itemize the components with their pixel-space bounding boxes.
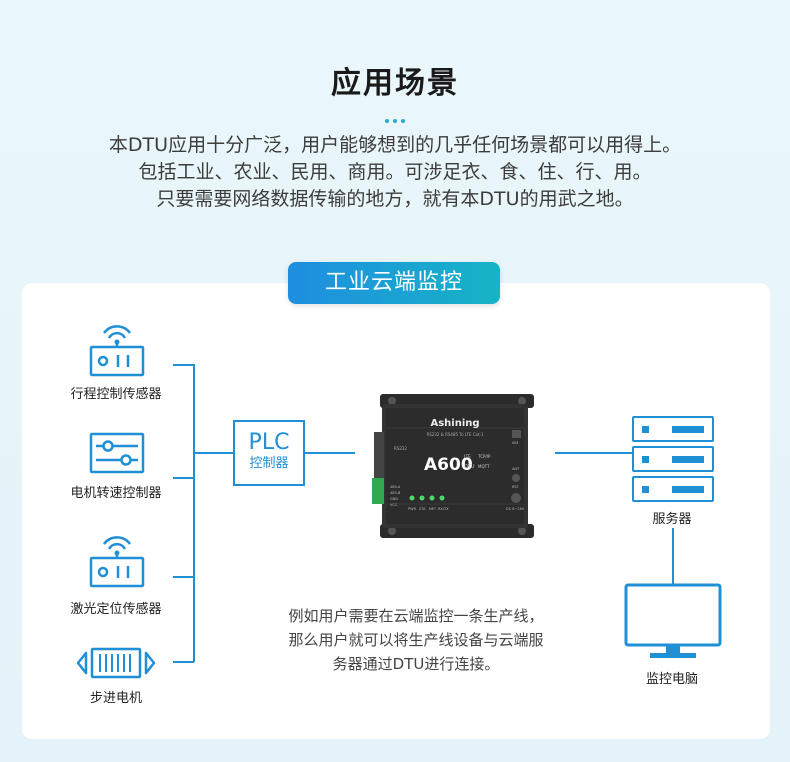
title-decoration-dots — [383, 108, 407, 114]
dtu-brand: Ashining — [430, 418, 479, 429]
intro-line: 只要需要网络数据传输的地方，就有本DTU的用武之地。 — [0, 186, 790, 213]
dtu-right-label: RST — [512, 485, 520, 489]
device-label: 激光定位传感器 — [46, 598, 186, 617]
monitor-label: 监控电脑 — [602, 668, 742, 687]
connector-line — [173, 661, 194, 663]
description-line: 务器通过DTU进行连接。 — [236, 652, 596, 676]
dtu-feature-mqtt: MQTT — [478, 464, 490, 469]
server-rack-unit — [632, 416, 714, 442]
dtu-rs232-label: RS232 — [394, 446, 407, 451]
connector-line — [173, 364, 194, 366]
page-title: 应用场景 — [0, 58, 790, 102]
device-label: 步进电机 — [46, 687, 186, 706]
dtu-led-label: RX/TX — [438, 507, 449, 511]
connector-line — [193, 364, 195, 662]
stepper-motor-icon — [76, 645, 156, 681]
dtu-led-label: PWR — [408, 507, 417, 511]
scenario-description: 例如用户需要在云端监控一条生产线， 那么用户就可以将生产线设备与云端服 务器通过… — [236, 604, 596, 676]
section-badge: 工业云端监控 — [288, 262, 500, 304]
dtu-right-label: DC 8~28V — [506, 507, 525, 511]
dtu-device-image: Ashining RS232 & RS485 To LTE Cat-1 RS23… — [372, 392, 544, 540]
plc-subtitle: 控制器 — [235, 456, 303, 472]
plc-title: PLC — [235, 430, 303, 456]
dtu-right-label: ANT — [512, 467, 520, 471]
connector-line — [194, 452, 233, 454]
server-rack-unit — [632, 446, 714, 472]
dtu-pin-label: GND — [390, 497, 398, 501]
wifi-sensor-icon — [88, 317, 146, 379]
dtu-pin-label: 485-B — [390, 491, 401, 495]
dtu-sub-model: DTU — [464, 464, 475, 470]
connector-line — [173, 576, 194, 578]
connector-line — [672, 528, 674, 584]
monitor-icon — [624, 583, 722, 661]
dtu-feature-lte: LTE — [464, 454, 471, 459]
intro-line: 本DTU应用十分广泛，用户能够想到的几乎任何场景都可以用得上。 — [0, 132, 790, 159]
description-line: 那么用户就可以将生产线设备与云端服 — [236, 628, 596, 652]
intro-line: 包括工业、农业、民用、商用。可涉足衣、食、住、行、用。 — [0, 159, 790, 186]
device-label: 行程控制传感器 — [46, 383, 186, 402]
server-label: 服务器 — [602, 508, 742, 527]
slider-controller-icon — [88, 432, 146, 474]
dtu-pin-label: VCC — [390, 503, 398, 507]
description-line: 例如用户需要在云端监控一条生产线， — [236, 604, 596, 628]
connector-line — [555, 452, 632, 454]
intro-text: 本DTU应用十分广泛，用户能够想到的几乎任何场景都可以用得上。 包括工业、农业、… — [0, 132, 790, 213]
device-label: 电机转速控制器 — [46, 482, 186, 501]
plc-controller-box: PLC 控制器 — [233, 420, 305, 486]
dtu-header-text: RS232 & RS485 To LTE Cat-1 — [426, 432, 483, 437]
dtu-pin-label: 485-A — [390, 485, 401, 489]
server-rack-unit — [632, 476, 714, 502]
wifi-sensor-icon — [88, 528, 146, 590]
dtu-led-label: NET — [429, 507, 437, 511]
dtu-led-label: STA — [419, 507, 426, 511]
dtu-feature-tcp: TCP/IP — [477, 454, 491, 459]
dtu-right-label: SIM — [512, 441, 518, 445]
connector-line — [173, 477, 194, 479]
connector-line — [305, 452, 355, 454]
